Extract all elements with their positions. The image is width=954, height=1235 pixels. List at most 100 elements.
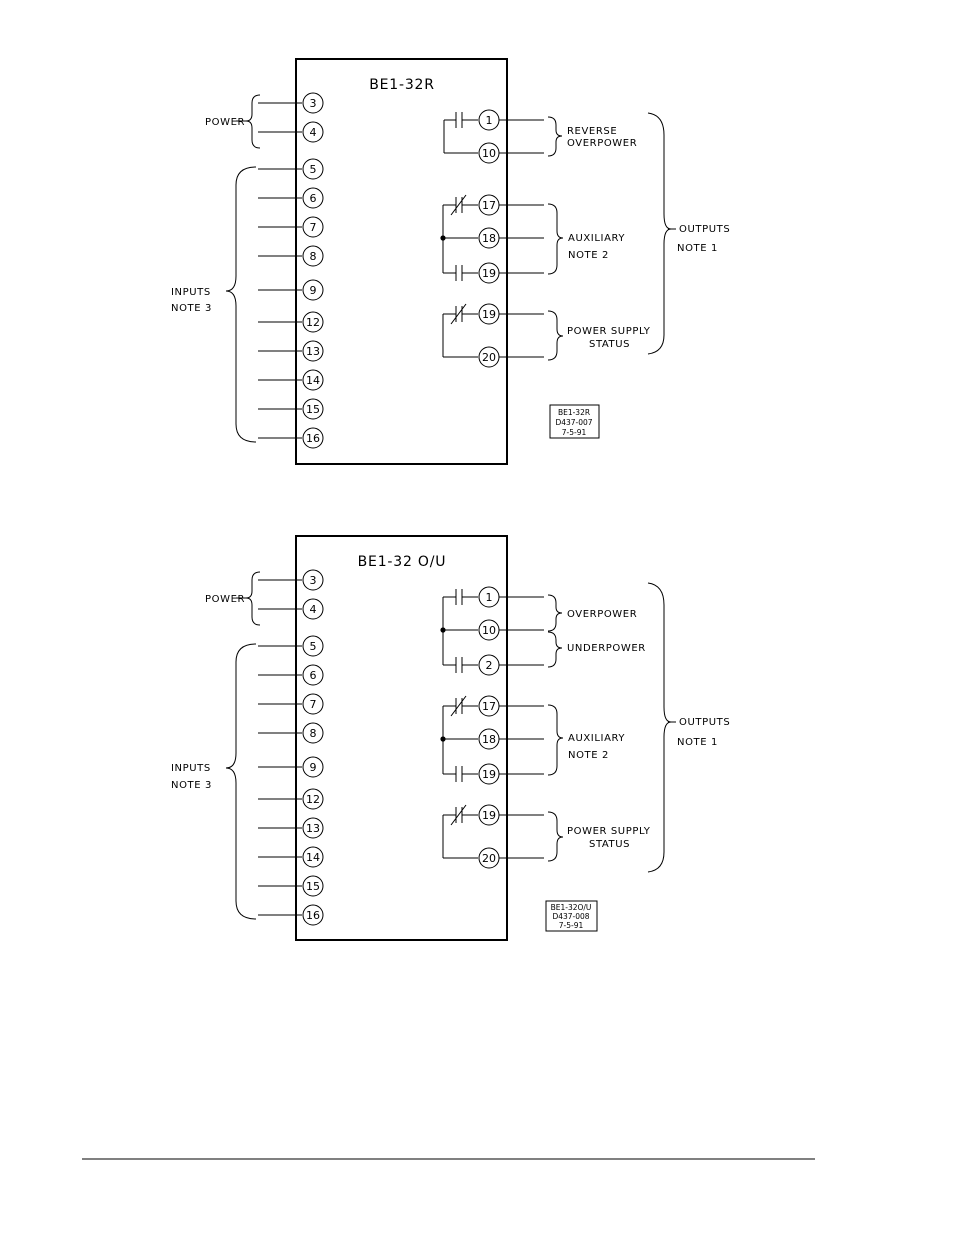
terminal-15: 15 bbox=[302, 875, 324, 897]
outputs-brace bbox=[647, 112, 672, 355]
drawing-stamp: BE1-32O/U D437-008 7-5-91 bbox=[545, 900, 598, 932]
diagram-be1-32r: BE1-32R 3 4 5 6 7 8 9 12 13 14 15 bbox=[171, 58, 730, 465]
svg-text:3: 3 bbox=[310, 574, 317, 587]
terminal-6: 6 bbox=[302, 664, 324, 686]
power-label: POWER bbox=[205, 594, 245, 605]
terminal-8: 8 bbox=[302, 245, 324, 267]
svg-text:17: 17 bbox=[482, 700, 496, 713]
svg-text:18: 18 bbox=[482, 232, 496, 245]
terminal-4: 4 bbox=[302, 598, 324, 620]
outputs-note: NOTE 1 bbox=[677, 243, 718, 254]
terminal-13: 13 bbox=[302, 340, 324, 362]
svg-text:D437-007: D437-007 bbox=[555, 418, 592, 427]
auxiliary-brace bbox=[547, 203, 564, 275]
auxiliary-brace bbox=[547, 704, 564, 776]
inputs-brace bbox=[225, 166, 257, 443]
svg-text:7: 7 bbox=[310, 221, 317, 234]
svg-text:BE1-32R: BE1-32R bbox=[558, 408, 590, 417]
terminal-3: 3 bbox=[302, 92, 324, 114]
svg-text:7-5-91: 7-5-91 bbox=[562, 428, 587, 437]
contact-power-supply-status bbox=[442, 303, 478, 358]
terminal-16: 16 bbox=[302, 904, 324, 926]
status-label: STATUS bbox=[589, 839, 630, 850]
terminal-17: 17 bbox=[478, 194, 500, 216]
svg-text:20: 20 bbox=[482, 852, 496, 865]
svg-text:6: 6 bbox=[310, 192, 317, 205]
terminal-15: 15 bbox=[302, 398, 324, 420]
terminal-19: 19 bbox=[478, 262, 500, 284]
terminal-7: 7 bbox=[302, 216, 324, 238]
underpower-label: UNDERPOWER bbox=[567, 643, 646, 654]
status-label: STATUS bbox=[589, 339, 630, 350]
power-supply-brace bbox=[547, 310, 564, 361]
terminal-10: 10 bbox=[478, 619, 500, 641]
terminal-14: 14 bbox=[302, 846, 324, 868]
drawing-stamp: BE1-32R D437-007 7-5-91 bbox=[549, 404, 600, 439]
svg-text:10: 10 bbox=[482, 624, 496, 637]
svg-text:5: 5 bbox=[310, 640, 317, 653]
power-supply-label: POWER SUPPLY bbox=[567, 326, 651, 337]
terminal-12: 12 bbox=[302, 788, 324, 810]
terminal-10: 10 bbox=[478, 142, 500, 164]
svg-text:18: 18 bbox=[482, 733, 496, 746]
svg-text:4: 4 bbox=[310, 603, 317, 616]
svg-text:9: 9 bbox=[310, 284, 317, 297]
svg-text:8: 8 bbox=[310, 250, 317, 263]
auxiliary-note: NOTE 2 bbox=[568, 250, 609, 261]
outputs-brace bbox=[647, 582, 672, 873]
terminal-3: 3 bbox=[302, 569, 324, 591]
svg-text:16: 16 bbox=[306, 909, 320, 922]
power-label: POWER bbox=[205, 117, 245, 128]
terminal-1: 1 bbox=[478, 586, 500, 608]
terminal-20: 20 bbox=[478, 346, 500, 368]
terminal-8: 8 bbox=[302, 722, 324, 744]
svg-text:BE1-32O/U: BE1-32O/U bbox=[551, 903, 592, 912]
contact-auxiliary bbox=[440, 194, 478, 281]
svg-text:19: 19 bbox=[482, 308, 496, 321]
left-terminals: 3 4 5 6 7 8 9 12 13 14 15 16 bbox=[258, 569, 324, 926]
inputs-brace bbox=[225, 643, 257, 920]
power-supply-brace bbox=[547, 811, 564, 862]
relay-case-outline bbox=[295, 535, 508, 941]
terminal-19-status: 19 bbox=[478, 303, 500, 325]
inputs-note: NOTE 3 bbox=[171, 303, 212, 314]
diagram-be1-32ou: BE1-32 O/U 3 4 5 6 7 8 9 12 13 14 15 bbox=[171, 535, 730, 941]
svg-text:1: 1 bbox=[486, 114, 493, 127]
diagram-title: BE1-32R bbox=[369, 77, 435, 93]
terminal-17: 17 bbox=[478, 695, 500, 717]
power-supply-label: POWER SUPPLY bbox=[567, 826, 651, 837]
terminal-4: 4 bbox=[302, 121, 324, 143]
right-terminals: 1 10 17 18 19 19 20 bbox=[478, 109, 544, 368]
svg-text:15: 15 bbox=[306, 403, 320, 416]
svg-text:9: 9 bbox=[310, 761, 317, 774]
contact-power-supply-status bbox=[442, 804, 478, 859]
svg-text:15: 15 bbox=[306, 880, 320, 893]
terminal-6: 6 bbox=[302, 187, 324, 209]
terminal-20: 20 bbox=[478, 847, 500, 869]
contact-over-under-power bbox=[440, 589, 478, 673]
terminal-1: 1 bbox=[478, 109, 500, 131]
svg-text:2: 2 bbox=[486, 659, 493, 672]
overpower-label: OVERPOWER bbox=[567, 609, 637, 620]
power-brace bbox=[245, 571, 261, 626]
svg-text:19: 19 bbox=[482, 768, 496, 781]
svg-text:17: 17 bbox=[482, 199, 496, 212]
terminal-18: 18 bbox=[478, 728, 500, 750]
svg-text:12: 12 bbox=[306, 316, 320, 329]
outputs-label: OUTPUTS bbox=[679, 224, 730, 235]
terminal-19-status: 19 bbox=[478, 804, 500, 826]
svg-text:19: 19 bbox=[482, 267, 496, 280]
auxiliary-note: NOTE 2 bbox=[568, 750, 609, 761]
overpower-brace bbox=[547, 594, 563, 632]
diagram-title: BE1-32 O/U bbox=[358, 554, 447, 570]
svg-text:19: 19 bbox=[482, 809, 496, 822]
terminal-16: 16 bbox=[302, 427, 324, 449]
svg-text:4: 4 bbox=[310, 126, 317, 139]
outputs-note: NOTE 1 bbox=[677, 737, 718, 748]
svg-text:3: 3 bbox=[310, 97, 317, 110]
terminal-5: 5 bbox=[302, 158, 324, 180]
svg-text:14: 14 bbox=[306, 374, 320, 387]
right-terminals: 1 10 2 17 18 19 19 20 bbox=[478, 586, 544, 869]
svg-text:7-5-91: 7-5-91 bbox=[559, 921, 584, 930]
